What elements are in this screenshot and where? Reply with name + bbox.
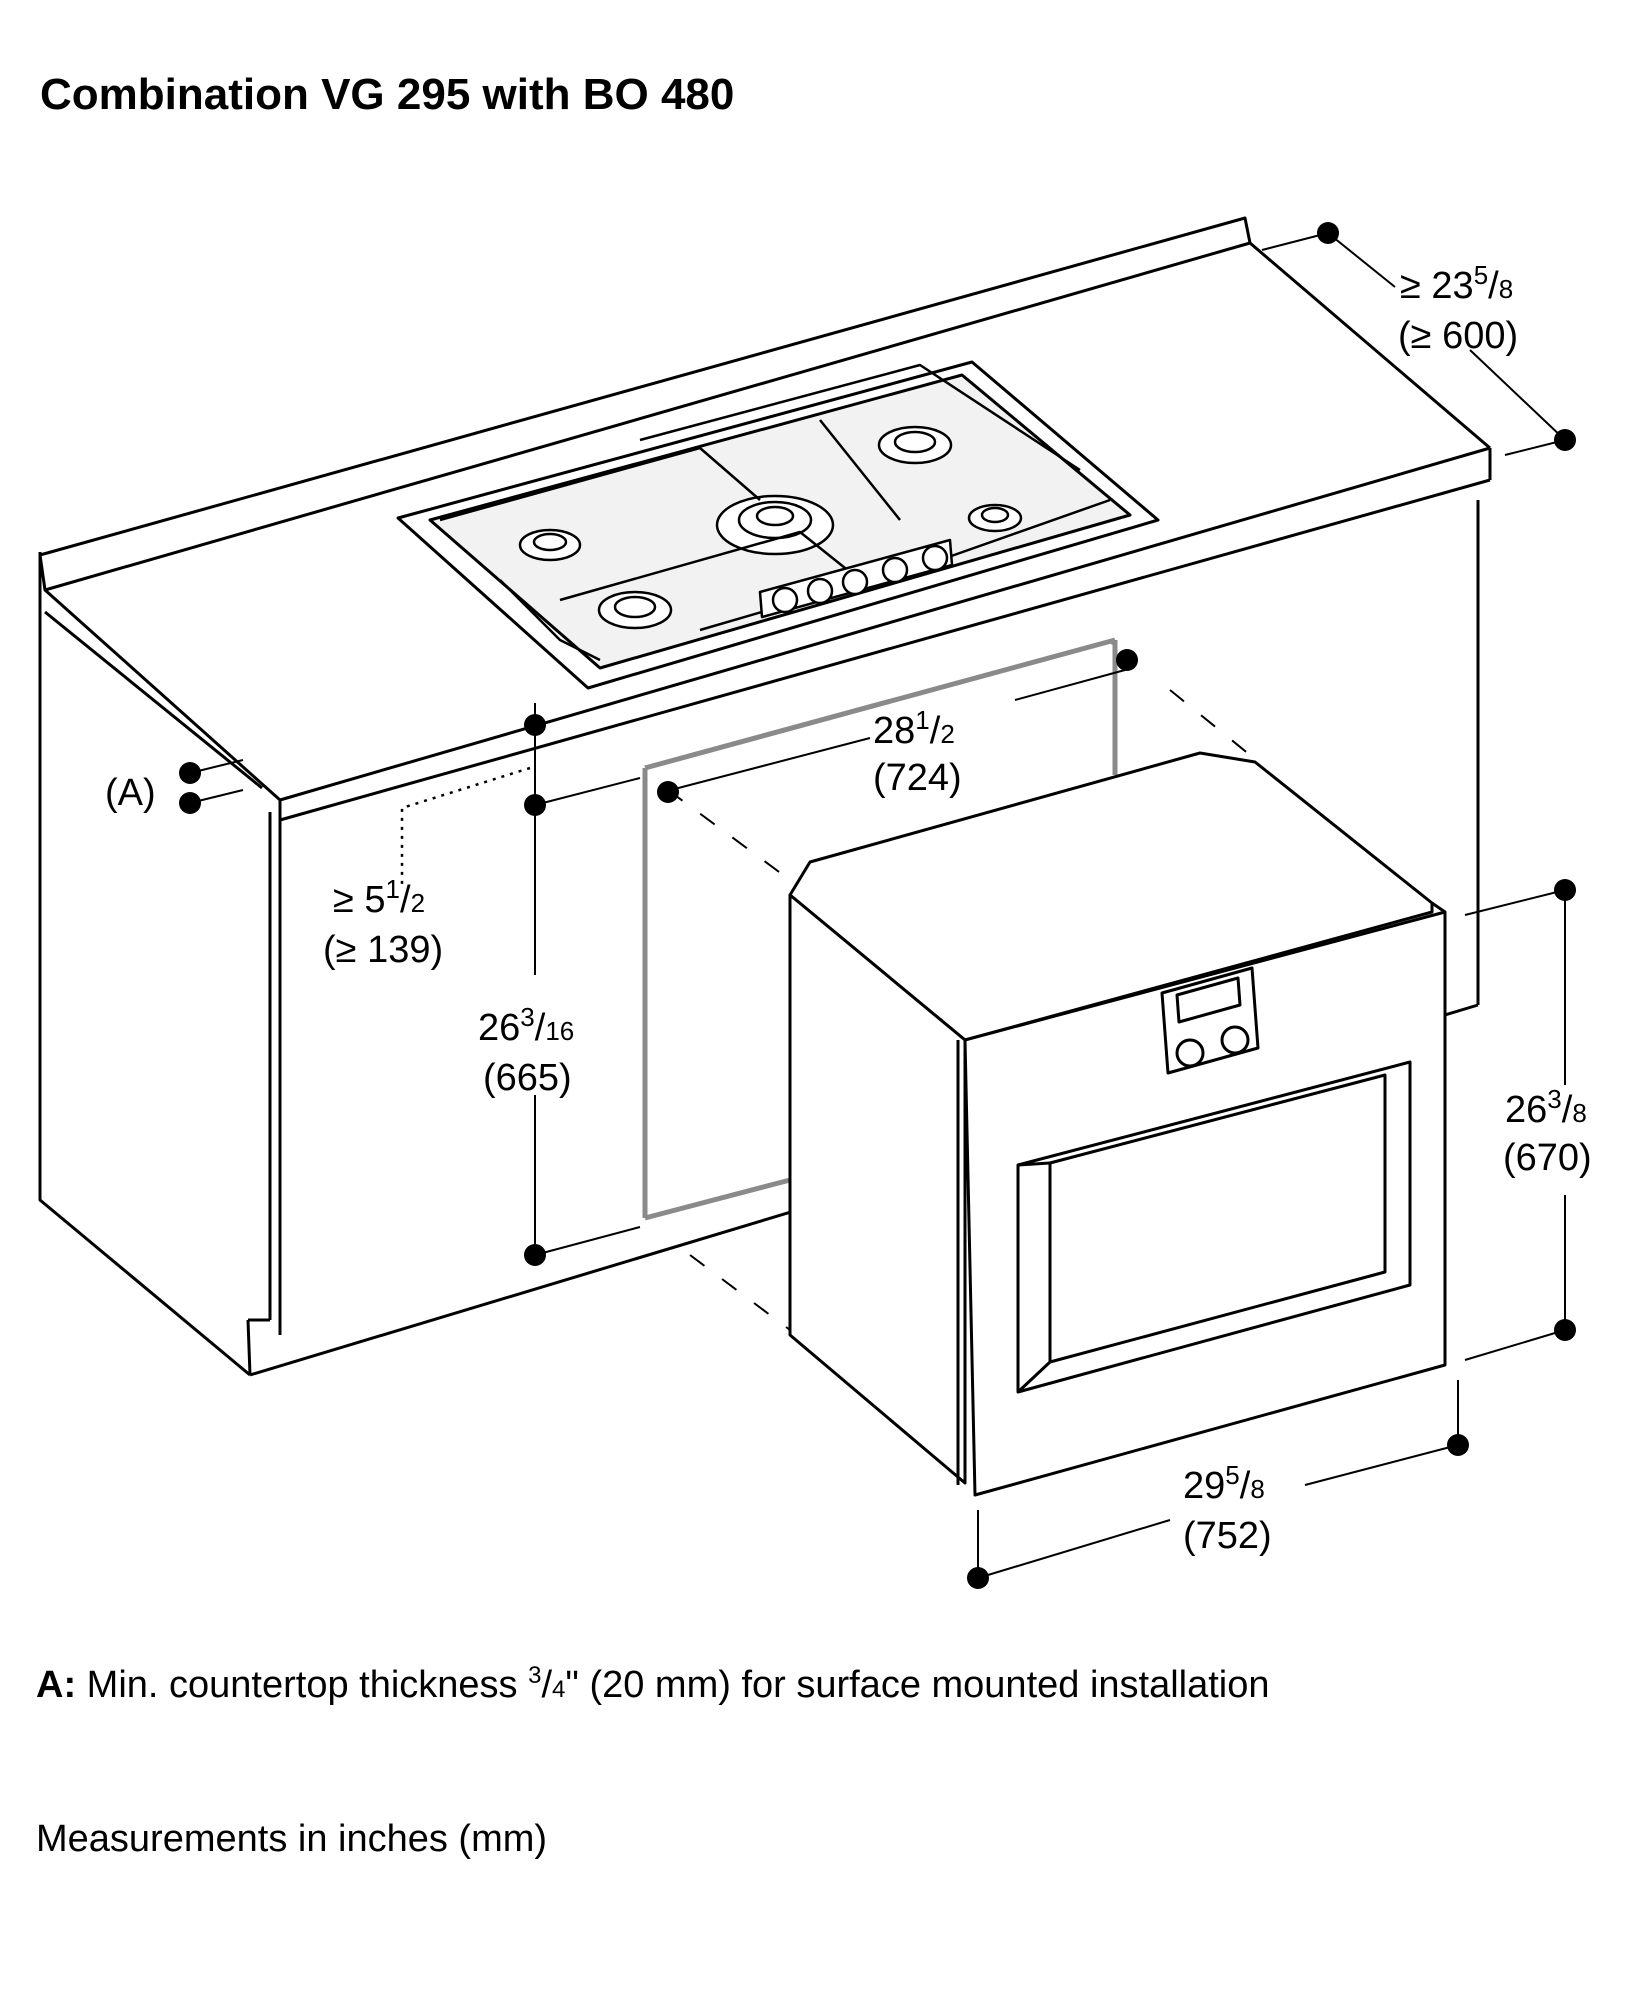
svg-text:(≥ 600): (≥ 600)	[1398, 315, 1518, 357]
label-oven-width: 295/8 (752)	[1183, 1460, 1272, 1557]
svg-text:295/8: 295/8	[1183, 1460, 1265, 1507]
label-countertop-a: (A)	[105, 772, 156, 814]
label-oven-height: 263/8 (670)	[1503, 1084, 1592, 1179]
svg-text:≥ 235/8: ≥ 235/8	[1400, 260, 1513, 307]
burner-rear-left	[518, 528, 582, 562]
note-countertop-thickness: A: Min. countertop thickness 3/4" (20 mm…	[36, 1662, 1270, 1707]
label-niche-height: 263/16 (665)	[478, 1002, 574, 1099]
svg-text:263/16: 263/16	[478, 1002, 574, 1049]
svg-text:≥ 51/2: ≥ 51/2	[333, 874, 425, 921]
gap-indicator	[400, 766, 531, 888]
burner-front-right	[967, 503, 1023, 533]
oven-niche-cutout	[642, 637, 1118, 1221]
oven-control-knobs	[1175, 1025, 1250, 1068]
label-niche-width: 281/2 (724)	[873, 705, 962, 799]
projection-lines	[667, 689, 1251, 1331]
dimension-dots	[179, 222, 1576, 1589]
countertop	[38, 216, 1492, 822]
burner-rear-right	[877, 425, 953, 465]
svg-text:281/2: 281/2	[873, 705, 955, 752]
svg-text:(724): (724)	[873, 757, 962, 799]
svg-text:(670): (670)	[1503, 1137, 1592, 1179]
svg-text:(≥ 139): (≥ 139)	[323, 929, 443, 971]
label-depth: ≥ 235/8 (≥ 600)	[1398, 260, 1518, 357]
built-in-oven	[788, 751, 1447, 1497]
svg-text:(665): (665)	[483, 1057, 572, 1099]
label-gap-top: ≥ 51/2 (≥ 139)	[323, 874, 443, 971]
note-measurement-units: Measurements in inches (mm)	[36, 1818, 548, 1860]
gas-hob	[396, 360, 1160, 690]
control-knobs	[758, 538, 954, 619]
burner-center-wok	[715, 494, 835, 556]
burner-front-left	[597, 590, 673, 630]
svg-text:263/8: 263/8	[1505, 1084, 1587, 1131]
diagram-title: Combination VG 295 with BO 480	[40, 70, 735, 119]
svg-text:(752): (752)	[1183, 1515, 1272, 1557]
